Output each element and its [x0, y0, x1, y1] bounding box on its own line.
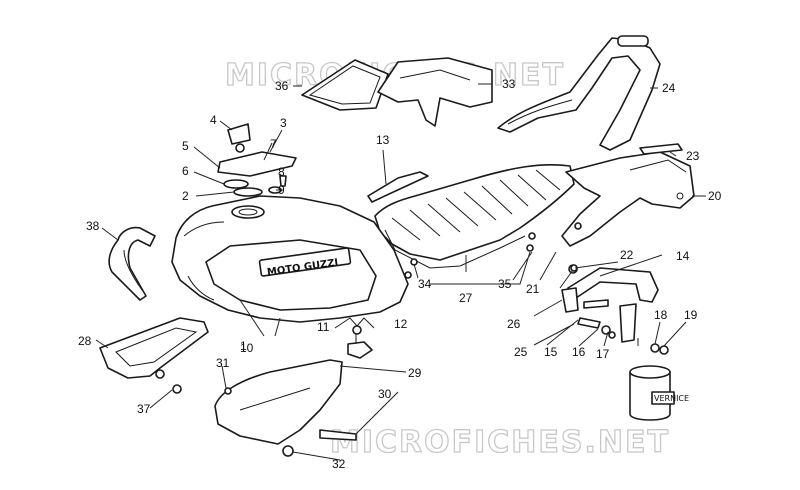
callout-32: 32 [332, 457, 346, 471]
callout-3: 3 [280, 116, 287, 130]
callout-35: 35 [498, 277, 512, 291]
callout-21: 21 [526, 282, 540, 296]
callout-37: 37 [137, 402, 151, 416]
callout-36: 36 [275, 79, 289, 93]
part-cap-assembly [217, 123, 297, 197]
callout-19: 19 [684, 308, 698, 322]
callout-30: 30 [378, 387, 392, 401]
callout-28: 28 [78, 334, 92, 348]
callout-29: 29 [408, 366, 422, 380]
callout-8: 8 [278, 165, 285, 179]
part-24-grab-rail [497, 35, 661, 151]
callout-labels: 1 2 3 4 5 6 7 8 9 10 11 12 13 14 15 16 1… [78, 77, 722, 471]
part-13-strap [367, 171, 429, 203]
callout-15: 15 [544, 345, 558, 359]
part-small-hardware [404, 222, 582, 279]
callout-25: 25 [514, 345, 528, 359]
leader-lines [95, 83, 706, 461]
callout-7: 7 [270, 137, 277, 151]
part-20-tail-fairing [561, 151, 695, 247]
part-28-side-bracket [99, 317, 209, 394]
callout-26: 26 [507, 317, 521, 331]
callout-27: 27 [459, 291, 473, 305]
callout-24: 24 [662, 81, 676, 95]
callout-4: 4 [210, 113, 217, 127]
part-paint-can: VERNICE [629, 365, 689, 421]
callout-20: 20 [708, 189, 722, 203]
callout-17: 17 [596, 347, 610, 361]
callout-10: 10 [240, 341, 254, 355]
part-14-bracket [561, 264, 669, 355]
callout-6: 6 [182, 164, 189, 178]
callout-5: 5 [182, 139, 189, 153]
part-29-side-cover [214, 359, 357, 457]
part-1-fuel-tank: MOTO GUZZI [171, 195, 409, 323]
callout-33: 33 [502, 77, 516, 91]
callout-22: 22 [620, 248, 634, 262]
callout-14: 14 [676, 249, 690, 263]
callout-16: 16 [572, 345, 586, 359]
callout-2: 2 [182, 189, 189, 203]
callout-11: 11 [317, 320, 330, 334]
part-27-seat [374, 163, 575, 269]
callout-12: 12 [394, 317, 408, 331]
paint-can-label: VERNICE [654, 394, 689, 403]
callout-23: 23 [686, 149, 700, 163]
part-11-12-fuel-tap [347, 325, 373, 359]
callout-38: 38 [86, 219, 100, 233]
callout-34: 34 [418, 277, 432, 291]
callout-13: 13 [376, 133, 390, 147]
part-38-knee-pad [108, 226, 156, 301]
callout-31: 31 [216, 356, 230, 370]
callout-9: 9 [278, 183, 285, 197]
callout-1: 1 [240, 339, 247, 353]
part-33-cover [377, 57, 493, 127]
part-23-trim [639, 143, 683, 155]
watermark-bottom: MICROFICHES.NET [330, 425, 670, 460]
callout-18: 18 [654, 308, 668, 322]
